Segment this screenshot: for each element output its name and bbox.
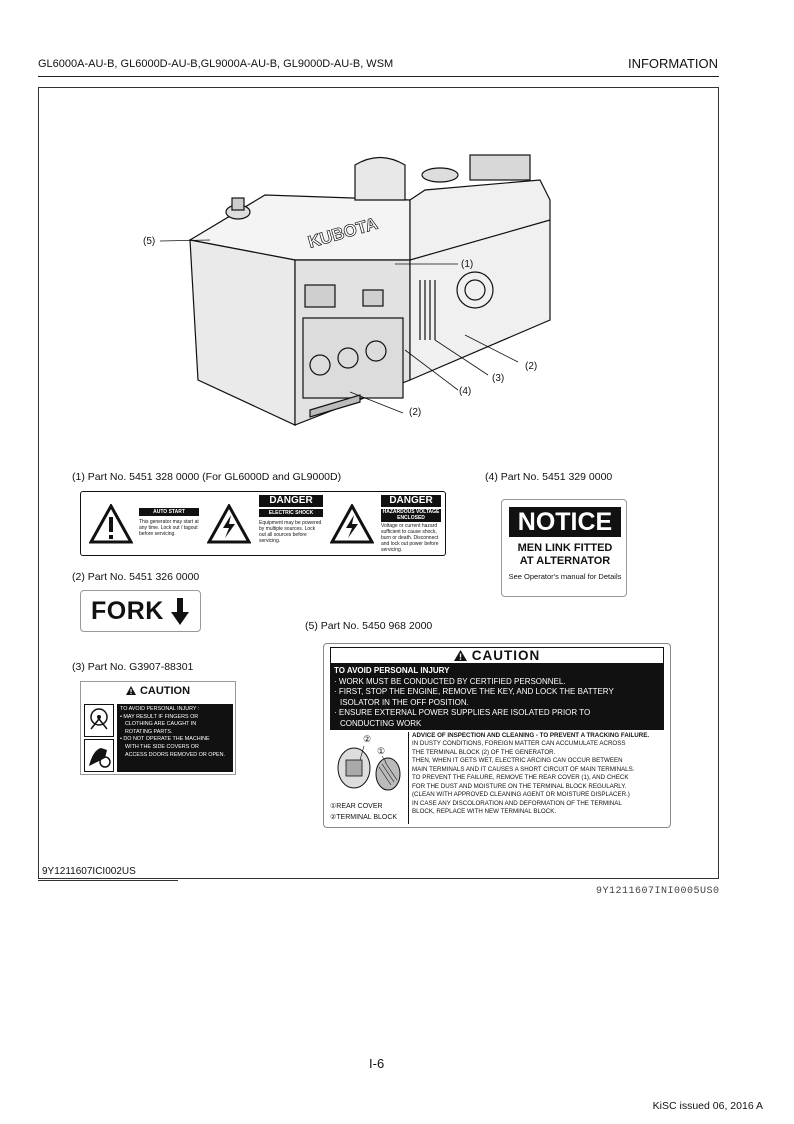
label3-header: CAUTION (81, 685, 235, 697)
label5-body-line: · ENSURE EXTERNAL POWER SUPPLIES ARE ISO… (334, 708, 591, 717)
label1-panel-c-text: Voltage or current hazard sufficient to … (381, 523, 439, 553)
label3-caption: (3) Part No. G3907-88301 (72, 661, 194, 673)
callout-2-right: (2) (525, 361, 538, 372)
label3-header-text: CAUTION (139, 685, 191, 697)
side-reference-code: 9Y1211607INI0005US0 (596, 886, 720, 897)
advice-line: MAIN TERMINALS AND IT CAUSES A SHORT CIR… (412, 765, 635, 773)
label1-danger-c: DANGER (381, 495, 441, 507)
label3-line: ROTATING PARTS. (125, 728, 173, 735)
notice-line2: AT ALTERNATOR (519, 555, 611, 567)
advice-line: BLOCK, REPLACE WITH NEW TERMINAL BLOCK. (412, 808, 557, 816)
label5-body-line: CONDUCTING WORK (340, 718, 422, 728)
label5-body-line: ISOLATOR IN THE OFF POSITION. (340, 697, 469, 707)
label1-panel-b-title: ELECTRIC SHOCK HAZARD (259, 509, 323, 524)
notice-line3: See Operator's manual for Details (508, 572, 622, 581)
advice-line: FOR THE DUST AND MOISTURE ON THE TERMINA… (412, 782, 627, 790)
issue-footer: KiSC issued 06, 2016 A (652, 1100, 763, 1112)
pic-number-1: ① (377, 746, 386, 756)
callout-4: (4) (459, 386, 472, 397)
callout-3: (3) (492, 373, 505, 384)
legend-terminal-block: ②TERMINAL BLOCK (330, 814, 398, 821)
label3-body: TO AVOID PERSONAL INJURY : • MAY RESULT … (117, 704, 233, 772)
label2-caption: (2) Part No. 5451 326 0000 (72, 571, 200, 583)
generator-illustration: KUBOTA (159, 154, 551, 426)
advice-line: THE TERMINAL BLOCK (2) OF THE GENERATOR. (412, 748, 556, 756)
frame-code-rule (38, 880, 178, 881)
electric-shock-icon (203, 495, 255, 552)
page-number: I-6 (369, 1056, 385, 1071)
content-frame (38, 87, 719, 879)
label1-danger-b: DANGER (259, 495, 323, 507)
warning-triangle-icon (85, 495, 137, 552)
rear-cover-diagram: ② ① ①REAR COVER ②TERMINAL BLOCK (330, 732, 406, 824)
label3-line: TO AVOID PERSONAL INJURY : (120, 706, 200, 712)
label4-decal: NOTICE MEN LINK FITTED AT ALTERNATOR See… (501, 499, 627, 597)
notice-band: NOTICE (509, 507, 621, 537)
label5-decal: CAUTION TO AVOID PERSONAL INJURY · WORK … (323, 643, 671, 828)
label3-decal: CAUTION TO AVOID PERSONAL INJURY : • MAY… (80, 681, 236, 775)
advice-line: IN CASE ANY DISCOLORATION AND DEFORMATIO… (412, 799, 622, 807)
arrow-down-icon (171, 598, 189, 625)
label1-panel-b-text: Equipment may be powered by multiple sou… (259, 520, 322, 544)
advice-line: TO PREVENT THE FAILURE, REMOVE THE REAR … (412, 774, 629, 782)
warning-triangle-icon (453, 650, 467, 661)
fork-text: FORK (91, 597, 164, 625)
advice-line: THEN, WHEN IT GETS WET, ELECTRIC ARCING … (412, 757, 623, 765)
label5-body-line: TO AVOID PERSONAL INJURY (334, 666, 450, 675)
electric-shock-icon (326, 495, 378, 552)
notice-line1: MEN LINK FITTED (517, 542, 613, 554)
label2-decal: FORK (80, 590, 201, 632)
label1-panel-a-title: AUTO START GENERATOR (139, 508, 199, 523)
advice-line: ADVICE OF INSPECTION AND CLEANING - TO P… (412, 732, 650, 739)
terminal-block-icon (337, 745, 401, 791)
callout-1: (1) (461, 259, 474, 270)
frame-code: 9Y1211607ICI002US (42, 866, 136, 877)
advice-line: (CLEAN WITH APPROVED CLEANING AGENT OR M… (412, 791, 630, 799)
callout-2-bottom: (2) (409, 407, 422, 418)
label5-body-line: · FIRST, STOP THE ENGINE, REMOVE THE KEY… (334, 687, 614, 696)
label5-caption: (5) Part No. 5450 968 2000 (305, 620, 433, 632)
label5-body-line: · WORK MUST BE CONDUCTED BY CERTIFIED PE… (334, 676, 566, 686)
legend-rear-cover: ①REAR COVER (330, 803, 383, 810)
pic-number-2: ② (363, 734, 372, 744)
label3-line: CLOTHING ARE CAUGHT IN (125, 721, 197, 728)
label5-header-text: CAUTION (471, 648, 541, 663)
label5-advice: ADVICE OF INSPECTION AND CLEANING - TO P… (408, 732, 664, 824)
label1-decal: AUTO START GENERATOR This generator may … (80, 491, 446, 556)
advice-line: IN DUSTY CONDITIONS, FOREIGN MATTER CAN … (412, 740, 626, 748)
label3-line: • MAY RESULT IF FINGERS OR (120, 713, 199, 720)
label5-body: TO AVOID PERSONAL INJURY · WORK MUST BE … (330, 664, 664, 730)
entanglement-hazard-icon (84, 704, 114, 737)
label1-caption: (1) Part No. 5451 328 0000 (For GL6000D … (72, 471, 342, 483)
label3-line: ACCESS DOORS REMOVED OR OPEN. (125, 751, 226, 758)
label1-panel-a-text: This generator may start at any time. Lo… (139, 519, 199, 537)
label5-header: CAUTION (330, 647, 664, 664)
label3-line: WITH THE SIDE COVERS OR (125, 743, 199, 750)
warning-triangle-icon (125, 686, 136, 695)
header-rule (38, 76, 719, 77)
label4-caption: (4) Part No. 5451 329 0000 (485, 471, 613, 483)
label1-panel-c-title: HAZARDOUS VOLTAGE ENCLOSED (381, 509, 441, 522)
section-title: INFORMATION (627, 56, 718, 71)
callout-5: (5) (143, 236, 156, 247)
document-model-header: GL6000A-AU-B, GL6000D-AU-B,GL9000A-AU-B,… (38, 58, 394, 70)
hand-hazard-icon (84, 739, 114, 772)
label3-line: • DO NOT OPERATE THE MACHINE (120, 736, 210, 743)
